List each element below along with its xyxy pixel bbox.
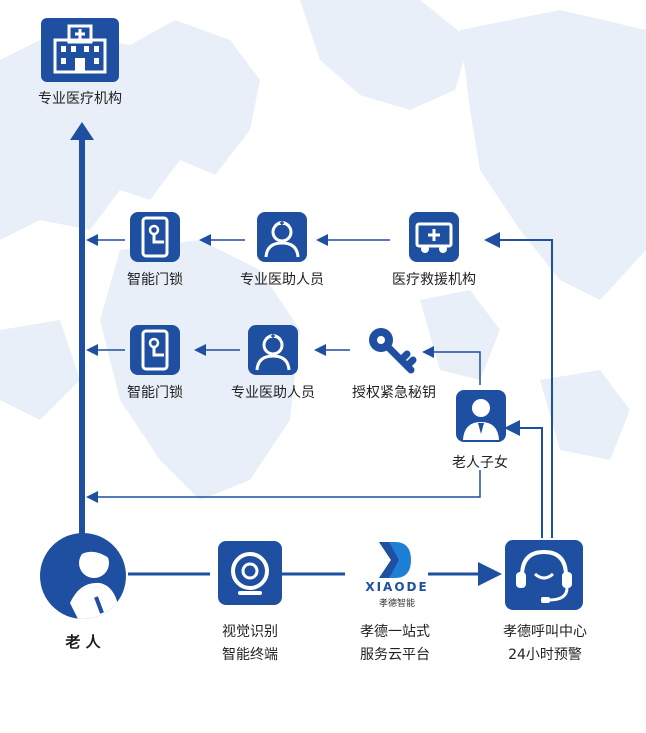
arrow-callcenter-to-rescue — [484, 232, 553, 538]
terminal-label-1: 视觉识别 — [222, 624, 278, 640]
key-icon — [369, 328, 417, 374]
helper-node-2 — [248, 325, 298, 375]
smart-lock-node-2 — [130, 325, 180, 375]
rescue-label: 医疗救援机构 — [392, 272, 476, 288]
nurse-icon — [255, 334, 291, 371]
rescue-node — [409, 212, 459, 262]
arrow-children-to-elderly — [86, 470, 481, 503]
xiaode-logo-icon — [379, 542, 411, 578]
platform-label-1: 孝德一站式 — [360, 624, 430, 640]
call-center-label-1: 孝德呼叫中心 — [503, 624, 587, 640]
helper-node-1 — [257, 212, 307, 262]
arrow-callcenter-to-children — [504, 420, 543, 538]
children-node — [456, 390, 506, 442]
call-center-label-2: 24小时预警 — [508, 647, 582, 663]
smart-lock-label-2: 智能门锁 — [127, 385, 183, 401]
elderly-label: 老 人 — [65, 633, 101, 651]
smart-lock-label-1: 智能门锁 — [127, 272, 183, 288]
logo-sub: 孝德智能 — [378, 599, 415, 609]
emergency-key-node — [365, 322, 421, 378]
platform-label-2: 服务云平台 — [360, 647, 430, 663]
arrow-children-to-key — [422, 346, 481, 385]
emergency-key-label: 授权紧急秘钥 — [352, 385, 436, 401]
call-center-node — [505, 540, 583, 610]
terminal-node — [218, 541, 282, 605]
headset-icon — [516, 549, 572, 603]
elderly-node — [40, 533, 126, 619]
logo-brand: XIAODE — [365, 580, 429, 594]
helper-label-2: 专业医助人员 — [231, 385, 315, 401]
hospital-label: 专业医疗机构 — [38, 91, 122, 107]
nurse-icon — [264, 221, 300, 258]
terminal-label-2: 智能终端 — [222, 647, 278, 663]
door-lock-icon — [141, 329, 169, 371]
arrow-head-hospital — [70, 122, 94, 140]
elderly-person-icon — [70, 544, 120, 619]
helper-label-1: 专业医助人员 — [240, 272, 324, 288]
camera-icon — [231, 552, 269, 595]
hospital-icon — [53, 24, 107, 74]
ambulance-icon — [415, 222, 453, 253]
children-label: 老人子女 — [452, 455, 508, 471]
smart-lock-node-1 — [130, 212, 180, 262]
hospital-node — [41, 18, 119, 82]
person-icon — [463, 399, 499, 440]
door-lock-icon — [141, 216, 169, 258]
